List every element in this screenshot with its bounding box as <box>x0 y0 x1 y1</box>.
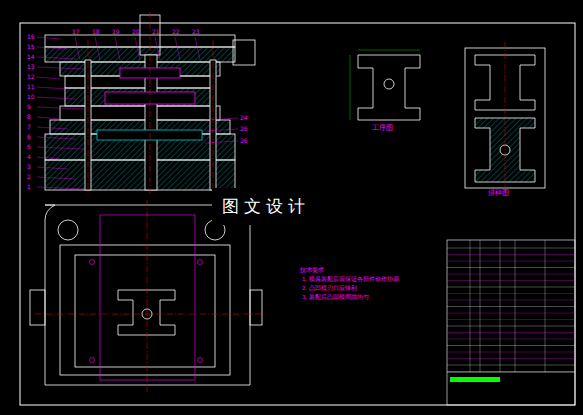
leader-line <box>37 187 84 189</box>
callout-number: 18 <box>92 29 100 35</box>
table-rule <box>447 248 575 249</box>
table-rule <box>447 280 575 281</box>
table-rule <box>447 287 575 288</box>
table-rule <box>500 240 501 372</box>
note-text: 1. 模具装配后应保证各部件动作协调 <box>302 277 399 283</box>
leader-line <box>37 127 68 129</box>
callout-number: 20 <box>132 29 140 35</box>
leader-line <box>37 77 60 79</box>
callout-number: 5 <box>27 144 31 150</box>
leader-line <box>37 97 76 99</box>
leader-line <box>205 129 238 131</box>
table-rule <box>447 365 575 366</box>
callout-number: 26 <box>240 138 248 144</box>
table-rule <box>447 274 575 275</box>
callout-number: 17 <box>72 29 80 35</box>
callout-number: 1 <box>27 184 31 190</box>
leader-line <box>37 157 60 159</box>
callout-number: 25 <box>240 126 248 132</box>
callout-number: 9 <box>27 104 31 110</box>
leader-line <box>195 37 200 60</box>
callout-number: 7 <box>27 124 31 130</box>
leader-line <box>155 37 160 60</box>
leader-line <box>135 37 140 60</box>
callout-number: 15 <box>27 44 35 50</box>
note-text: 2. 凸凹模刃口应锋利 <box>302 286 357 292</box>
table-rule <box>447 254 575 255</box>
table-rule <box>447 293 575 294</box>
table-rule <box>447 319 575 320</box>
callout-number: 23 <box>192 29 200 35</box>
watermark-text: 图文设计 <box>222 195 310 218</box>
table-rule <box>470 240 471 372</box>
table-rule <box>447 261 575 262</box>
callout-number: 3 <box>27 164 31 170</box>
callout-number: 2 <box>27 174 31 180</box>
table-rule <box>480 240 481 372</box>
callout-number: 14 <box>27 54 35 60</box>
callout-number: 24 <box>240 115 248 121</box>
leader-line <box>37 107 84 109</box>
callout-number: 10 <box>27 94 35 100</box>
callout-number: 8 <box>27 114 31 120</box>
callout-number: 4 <box>27 154 31 160</box>
table-rule <box>447 358 575 359</box>
leader-line <box>205 118 238 120</box>
callout-number: 6 <box>27 134 31 140</box>
table-rule <box>447 372 575 373</box>
view-title: 工序图 <box>372 125 393 132</box>
table-rule <box>447 371 575 372</box>
leader-line <box>115 37 120 60</box>
table-rule <box>447 267 575 268</box>
leader-line <box>37 137 76 139</box>
note-text: 技术要求 <box>300 267 324 273</box>
leader-line <box>37 47 68 49</box>
table-rule <box>447 332 575 333</box>
leader-line <box>37 117 60 119</box>
leader-line <box>37 177 76 179</box>
table-rule <box>545 240 546 372</box>
table-rule <box>515 240 516 372</box>
leader-line <box>37 37 60 39</box>
table-rule <box>447 300 575 301</box>
callout-number: 13 <box>27 64 35 70</box>
leader-line <box>37 147 84 149</box>
leader-line <box>37 57 76 59</box>
leader-line <box>205 141 238 143</box>
callout-number: 21 <box>152 29 160 35</box>
callout-number: 16 <box>27 34 35 40</box>
note-text: 3. 装配后凸凹模间隙均匀 <box>302 295 369 301</box>
table-rule <box>447 313 575 314</box>
callout-number: 22 <box>172 29 180 35</box>
leader-line <box>37 87 68 89</box>
leader-line <box>37 167 68 169</box>
watermark-box: 图文设计 <box>212 188 320 225</box>
view-title: 排样图 <box>488 190 509 197</box>
table-rule <box>447 339 575 340</box>
callout-number: 19 <box>112 29 120 35</box>
callout-number: 11 <box>27 84 35 90</box>
leader-line <box>75 37 80 60</box>
leader-line <box>95 37 100 60</box>
table-rule <box>447 345 575 346</box>
table-rule <box>447 326 575 327</box>
leader-line <box>175 37 180 60</box>
table-rule <box>447 352 575 353</box>
leader-line <box>37 67 84 69</box>
table-rule <box>447 306 575 307</box>
callout-number: 12 <box>27 74 35 80</box>
